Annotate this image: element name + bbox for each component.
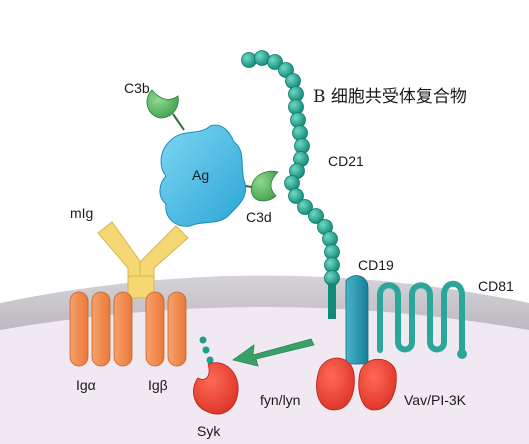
label-c3d: C3d xyxy=(246,209,272,225)
activation-arrow xyxy=(232,338,315,367)
cd81-tetraspanin xyxy=(377,280,465,353)
label-c3b: C3b xyxy=(124,80,150,96)
cd21-bead-chain xyxy=(241,50,340,286)
cd21-transmembrane xyxy=(328,283,336,319)
label-ig-alpha: Igα xyxy=(76,377,96,393)
label-ig-beta: Igβ xyxy=(148,377,168,393)
label-fyn-lyn: fyn/lyn xyxy=(260,392,300,408)
vav-pi3k-kinase xyxy=(358,358,397,411)
label-syk: Syk xyxy=(197,423,221,439)
syk-kinase xyxy=(193,362,239,415)
label-cd21: CD21 xyxy=(328,153,364,169)
label-cd19: CD19 xyxy=(358,257,394,273)
label-mig: mIg xyxy=(70,205,93,221)
phosphorylation-dots xyxy=(199,336,214,364)
label-cd81: CD81 xyxy=(478,278,514,294)
antigen xyxy=(159,124,246,227)
ig-alpha-beta xyxy=(69,291,187,367)
c3d-fragment xyxy=(250,170,279,202)
c3b-fragment xyxy=(146,89,179,119)
label-vav-pi3k: Vav/PI-3K xyxy=(404,392,467,408)
diagram-title: B 细胞共受体复合物 xyxy=(313,87,467,107)
mig-receptor xyxy=(97,221,189,299)
cd19-coreceptor xyxy=(345,275,369,365)
fyn-lyn-kinase xyxy=(316,357,355,411)
label-ag: Ag xyxy=(192,167,209,183)
